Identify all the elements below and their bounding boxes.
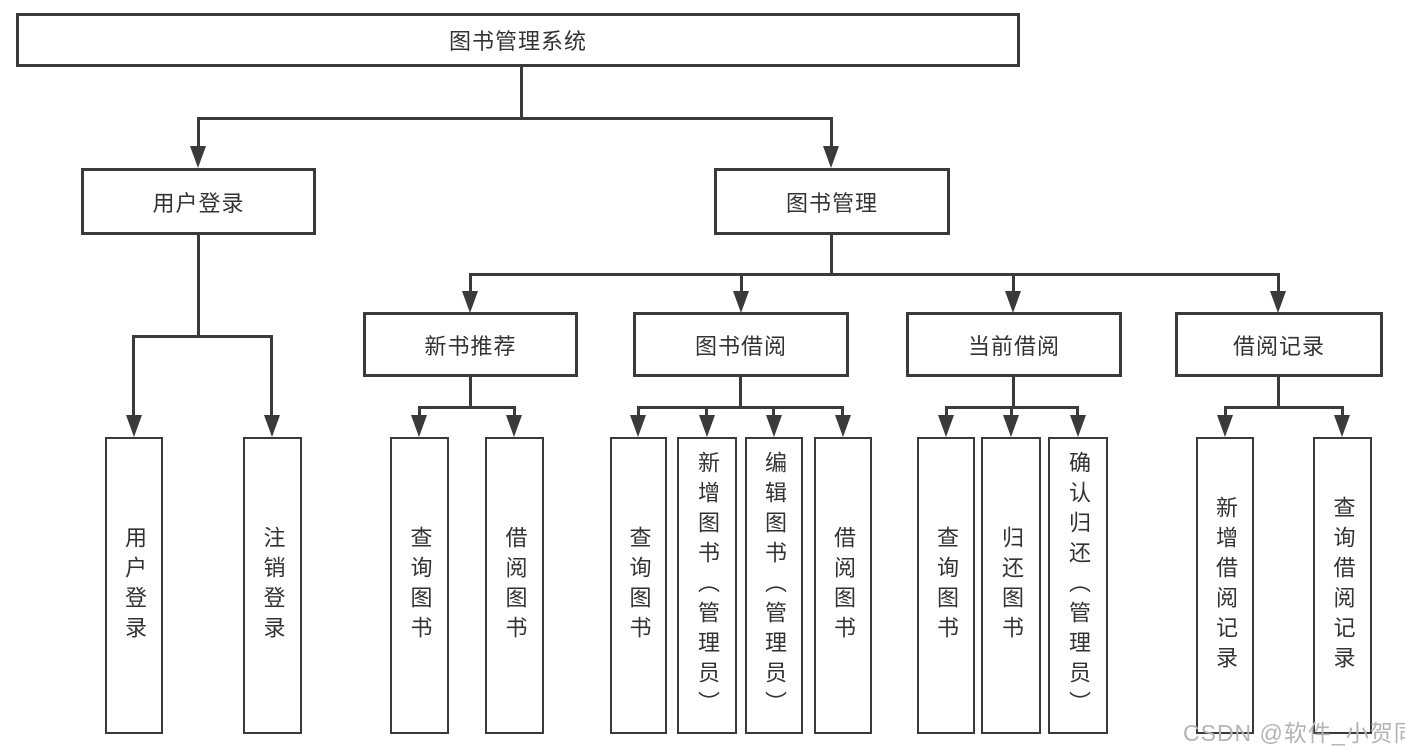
leaf-borrow-book-1-label: 借阅图书 (502, 525, 528, 646)
node-library-system-label: 图书管理系统 (448, 29, 587, 54)
connector-line (520, 67, 523, 118)
leaf-user-login-label: 用户登录 (122, 525, 147, 646)
arrowhead-down-icon (1270, 291, 1286, 313)
leaf-query-book-2-label: 查询图书 (626, 525, 652, 646)
connector-line (132, 335, 135, 416)
node-current-borrow-label: 当前借阅 (967, 333, 1060, 359)
leaf-query-borrow-record: 查询借阅记录 (1313, 437, 1372, 734)
node-library-system: 图书管理系统 (16, 13, 1020, 67)
leaf-query-book-2: 查询图书 (610, 437, 667, 734)
connector-line (841, 406, 844, 418)
leaf-add-borrow-record: 新增借阅记录 (1196, 437, 1254, 734)
node-borrow-record-label: 借阅记录 (1232, 333, 1325, 359)
connector-line (469, 273, 472, 293)
connector-line (637, 406, 843, 409)
connector-line (739, 377, 742, 409)
node-user-login-label: 用户登录 (152, 190, 245, 216)
connector-line (418, 406, 516, 409)
connector-line (830, 235, 833, 276)
leaf-edit-book-admin-label: 编辑图书（管理员） (762, 450, 787, 721)
arrowhead-down-icon (766, 415, 782, 437)
leaf-return-book-label: 归还图书 (999, 525, 1024, 646)
connector-line (270, 335, 273, 416)
connector-line (1010, 406, 1013, 418)
leaf-confirm-return-admin: 确认归还（管理员） (1048, 437, 1108, 734)
csdn-watermark: CSDN @软件_小贺同学 (1183, 720, 1405, 746)
leaf-borrow-book-2-label: 借阅图书 (831, 525, 856, 646)
leaf-logout: 注销登录 (243, 437, 302, 734)
leaf-query-book-3: 查询图书 (917, 437, 975, 734)
connector-line (637, 406, 640, 418)
arrowhead-down-icon (411, 415, 427, 437)
leaf-borrow-book-2: 借阅图书 (814, 437, 872, 734)
leaf-query-book-1-label: 查询图书 (407, 525, 433, 646)
leaf-add-book-admin: 新增图书（管理员） (677, 437, 737, 734)
connector-line (830, 117, 833, 149)
connector-line (1277, 377, 1280, 409)
connector-line (197, 117, 200, 149)
connector-line (197, 235, 200, 338)
node-book-borrow: 图书借阅 (633, 312, 849, 377)
leaf-logout-label: 注销登录 (260, 525, 286, 646)
leaf-query-borrow-record-label: 查询借阅记录 (1330, 495, 1356, 676)
node-current-borrow: 当前借阅 (906, 312, 1122, 377)
arrowhead-down-icon (462, 291, 478, 313)
connector-line (418, 406, 421, 418)
arrowhead-down-icon (264, 415, 280, 437)
node-new-book-recommend-label: 新书推荐 (424, 333, 517, 359)
arrowhead-down-icon (1070, 415, 1086, 437)
node-new-book-recommend: 新书推荐 (363, 312, 578, 377)
node-user-login: 用户登录 (81, 168, 316, 235)
arrowhead-down-icon (1003, 415, 1019, 437)
connector-line (197, 117, 833, 120)
arrowhead-down-icon (126, 415, 142, 437)
connector-line (1076, 406, 1079, 418)
arrowhead-down-icon (699, 415, 715, 437)
node-book-management-label: 图书管理 (785, 190, 878, 216)
arrowhead-down-icon (1005, 291, 1021, 313)
connector-line (1341, 406, 1344, 418)
connector-line (945, 406, 948, 418)
leaf-query-book-3-label: 查询图书 (934, 525, 959, 646)
arrowhead-down-icon (835, 415, 851, 437)
connector-line (513, 406, 516, 418)
connector-line (1012, 273, 1015, 293)
node-book-borrow-label: 图书借阅 (694, 333, 787, 359)
connector-line (740, 273, 743, 293)
connector-line (1012, 377, 1015, 409)
leaf-return-book: 归还图书 (981, 437, 1041, 734)
connector-line (772, 406, 775, 418)
leaf-confirm-return-admin-label: 确认归还（管理员） (1066, 450, 1091, 721)
leaf-add-book-admin-label: 新增图书（管理员） (695, 450, 720, 721)
connector-line (469, 377, 472, 409)
arrowhead-down-icon (506, 415, 522, 437)
leaf-add-borrow-record-label: 新增借阅记录 (1213, 495, 1238, 676)
connector-line (1224, 406, 1343, 409)
connector-line (1277, 273, 1280, 293)
node-book-management: 图书管理 (714, 168, 950, 235)
arrowhead-down-icon (733, 291, 749, 313)
connector-line (705, 406, 708, 418)
arrowhead-down-icon (938, 415, 954, 437)
node-borrow-record: 借阅记录 (1175, 312, 1383, 377)
connector-line (469, 273, 1280, 276)
leaf-user-login: 用户登录 (105, 437, 163, 734)
arrowhead-down-icon (630, 415, 646, 437)
arrowhead-down-icon (1334, 415, 1350, 437)
leaf-edit-book-admin: 编辑图书（管理员） (745, 437, 803, 734)
leaf-borrow-book-1: 借阅图书 (485, 437, 544, 734)
leaf-query-book-1: 查询图书 (390, 437, 449, 734)
connector-line (1224, 406, 1227, 418)
arrowhead-down-icon (1217, 415, 1233, 437)
connector-line (132, 335, 273, 338)
arrowhead-down-icon (190, 146, 206, 168)
arrowhead-down-icon (823, 146, 839, 168)
